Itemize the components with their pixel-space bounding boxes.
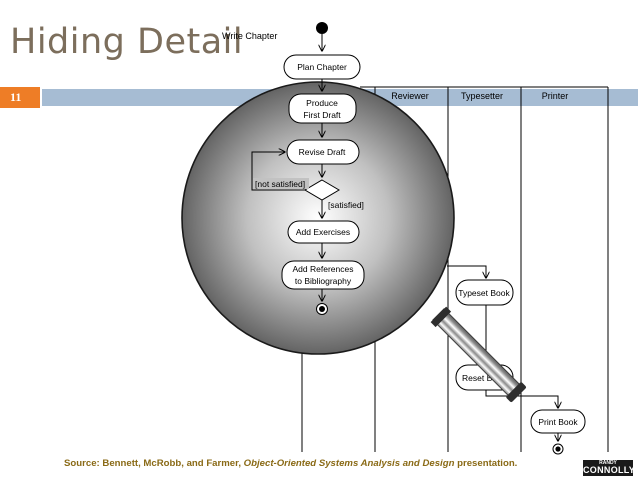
activity-add-references [281, 260, 365, 290]
slide-title: Hiding Detail [10, 22, 244, 62]
flow-loop-not-satisfied [251, 152, 305, 191]
activity-print-book-label: Print Book [538, 417, 578, 427]
callout-write-chapter: Write Chapter [222, 31, 277, 41]
activity-typeset-book [455, 279, 514, 306]
initial-node [316, 22, 328, 34]
activity-revise-draft [286, 139, 360, 165]
logo-first-name: RANDY [599, 460, 617, 466]
final-node-print [552, 443, 564, 455]
guard-satisfied: [satisfied] [328, 200, 364, 210]
slide-number: 11 [0, 87, 40, 108]
guard-not-satisfied-bg [253, 178, 309, 189]
lane-header-printer: Printer [542, 91, 569, 101]
activity-add-exercises-label: Add Exercises [296, 227, 350, 237]
lane-header-typesetter: Typesetter [461, 91, 503, 101]
magnifier-lens [181, 81, 455, 355]
activity-revise-draft-label: Revise Draft [299, 147, 346, 157]
final-node-lens [316, 303, 328, 315]
activity-add-references-label-2: to Bibliography [295, 276, 352, 286]
activity-produce-label-1: Produce [306, 98, 338, 108]
activity-produce-label-2: First Draft [303, 110, 341, 120]
activity-reset-book-label: Reset Book [462, 373, 507, 383]
magnifier-handle [430, 306, 526, 402]
activity-plan-chapter-label: Plan Chapter [297, 62, 347, 72]
logo-last-name: CONNOLLY [583, 465, 636, 475]
flow-into-typeset [447, 265, 486, 278]
lane-header-reviewer: Reviewer [391, 91, 429, 101]
activity-add-exercises [287, 220, 360, 244]
activity-add-references-label-1: Add References [293, 264, 354, 274]
activity-typeset-book-label: Typeset Book [458, 288, 510, 298]
source-book-title: Object-Oriented Systems Analysis and Des… [243, 458, 455, 469]
guard-not-satisfied: [not satisfied] [255, 179, 305, 189]
author-logo: RANDY CONNOLLY [583, 460, 636, 476]
source-citation: Source: Bennett, McRobb, and Farmer, Obj… [64, 458, 517, 469]
source-prefix: Source: Bennett, McRobb, and Farmer, [64, 458, 244, 469]
source-suffix: presentation. [454, 458, 518, 469]
flow-into-print [485, 390, 558, 408]
